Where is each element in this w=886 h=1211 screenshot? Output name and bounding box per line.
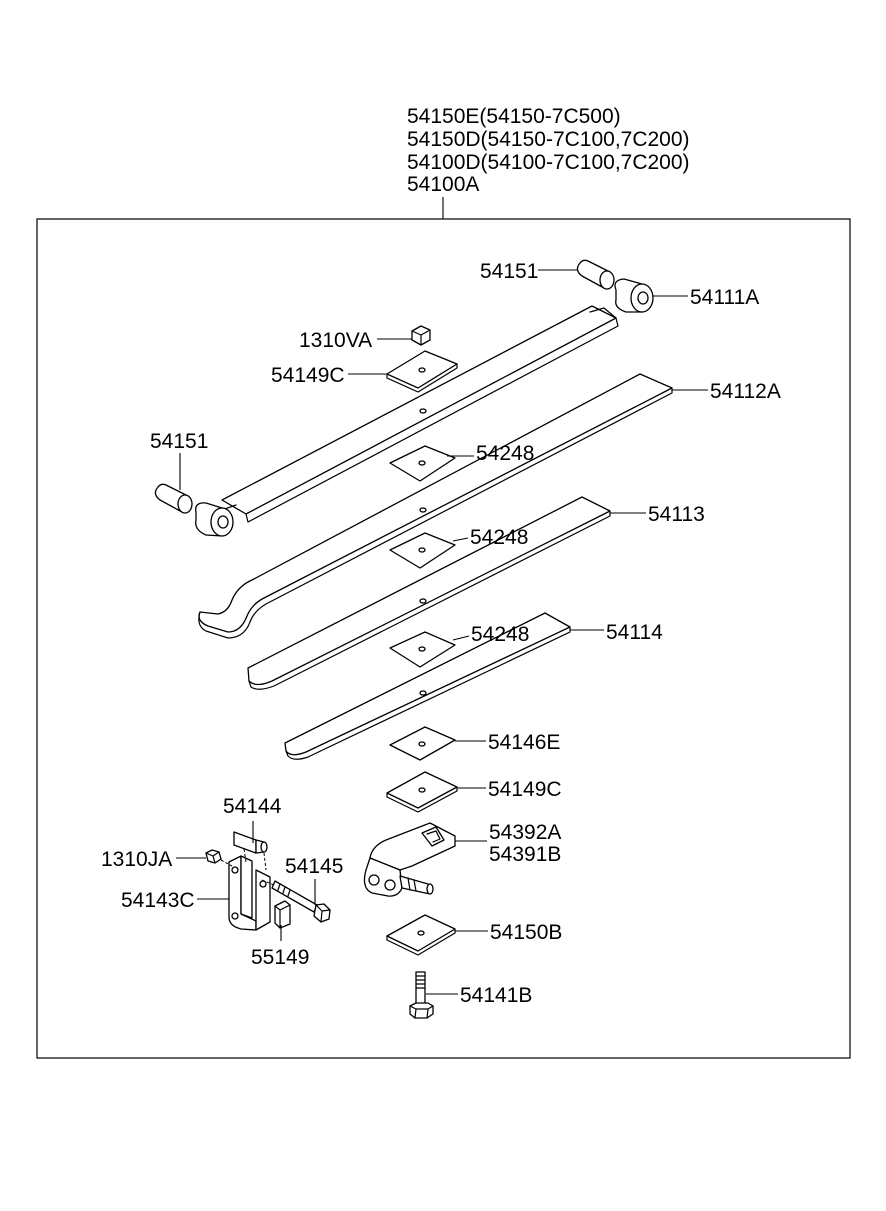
callout-insert-3: 54248 (471, 623, 529, 646)
assembly-label-2: 54150D(54150-7C100,7C200) (407, 128, 690, 151)
callout-bushing: 54144 (223, 795, 282, 818)
callout-pad-top: 54149C (271, 364, 345, 387)
leaf-2-54112a (198, 373, 673, 639)
callout-insert-1: 54248 (476, 442, 534, 465)
callout-pad-lower: 54146E (488, 731, 560, 754)
guide-line-nut (220, 859, 233, 867)
callout-nut-shackle: 1310JA (101, 848, 172, 871)
leader-insert-3 (452, 635, 470, 641)
callout-nut-top: 1310VA (299, 329, 372, 352)
callout-pin-left: 54151 (150, 430, 208, 453)
pad-lower-54149c (386, 771, 458, 813)
insert-2-54248 (389, 532, 456, 569)
pin-left-54151 (154, 483, 193, 514)
shackle-54143c (228, 855, 271, 931)
callout-clip: 55149 (251, 946, 309, 969)
nut-shackle-1310ja (205, 849, 233, 867)
assembly-label-4: 54100A (407, 173, 479, 196)
callout-insert-2: 54248 (470, 526, 528, 549)
callout-bolt-shackle: 54145 (285, 855, 343, 878)
bolt-shackle-54145 (261, 879, 331, 923)
pin-top-54151 (576, 259, 615, 290)
guide-line-bushing-2 (263, 852, 267, 871)
callout-seat-a: 54392A (489, 821, 561, 844)
main-leaf-right-eye (614, 278, 654, 313)
callout-leaf-2: 54112A (710, 380, 781, 403)
main-leaf-54111a (221, 305, 619, 523)
callout-bolt-bottom: 54141B (460, 984, 532, 1007)
leaf-4-54114 (284, 612, 571, 760)
callout-seat-b: 54391B (489, 843, 561, 866)
bushing-54144 (233, 831, 268, 871)
pad-bottom-54150b (386, 914, 456, 956)
assembly-label-3: 54100D(54100-7C100,7C200) (407, 151, 690, 174)
clip-55149 (274, 900, 291, 929)
pad-lower-54146e (389, 726, 456, 761)
callout-pad-bottom: 54150B (490, 921, 562, 944)
diagram-frame (36, 218, 851, 1059)
callout-pin-top: 54151 (480, 260, 538, 283)
main-leaf-left-eye (195, 502, 234, 537)
insert-1-54248 (389, 445, 456, 482)
guide-line-bushing (243, 848, 247, 863)
pad-top-54149c (386, 350, 458, 393)
callout-leaf-3: 54113 (648, 503, 705, 526)
bolt-bottom-54141b (409, 971, 434, 1019)
callout-leaf-4: 54114 (606, 621, 663, 644)
callout-pad-lower-2: 54149C (488, 778, 562, 801)
insert-3-54248 (389, 631, 456, 668)
guide-line-bolt (261, 879, 275, 886)
callout-leaf-main: 54111A (690, 286, 759, 309)
nut-top-1310va (411, 325, 431, 346)
assembly-label-1: 54150E(54150-7C500) (407, 105, 621, 128)
leaf-3-54113 (247, 496, 611, 690)
spring-seat-54392a (363, 822, 456, 897)
leader-insert-2 (452, 537, 469, 542)
callout-shackle: 54143C (121, 889, 195, 912)
